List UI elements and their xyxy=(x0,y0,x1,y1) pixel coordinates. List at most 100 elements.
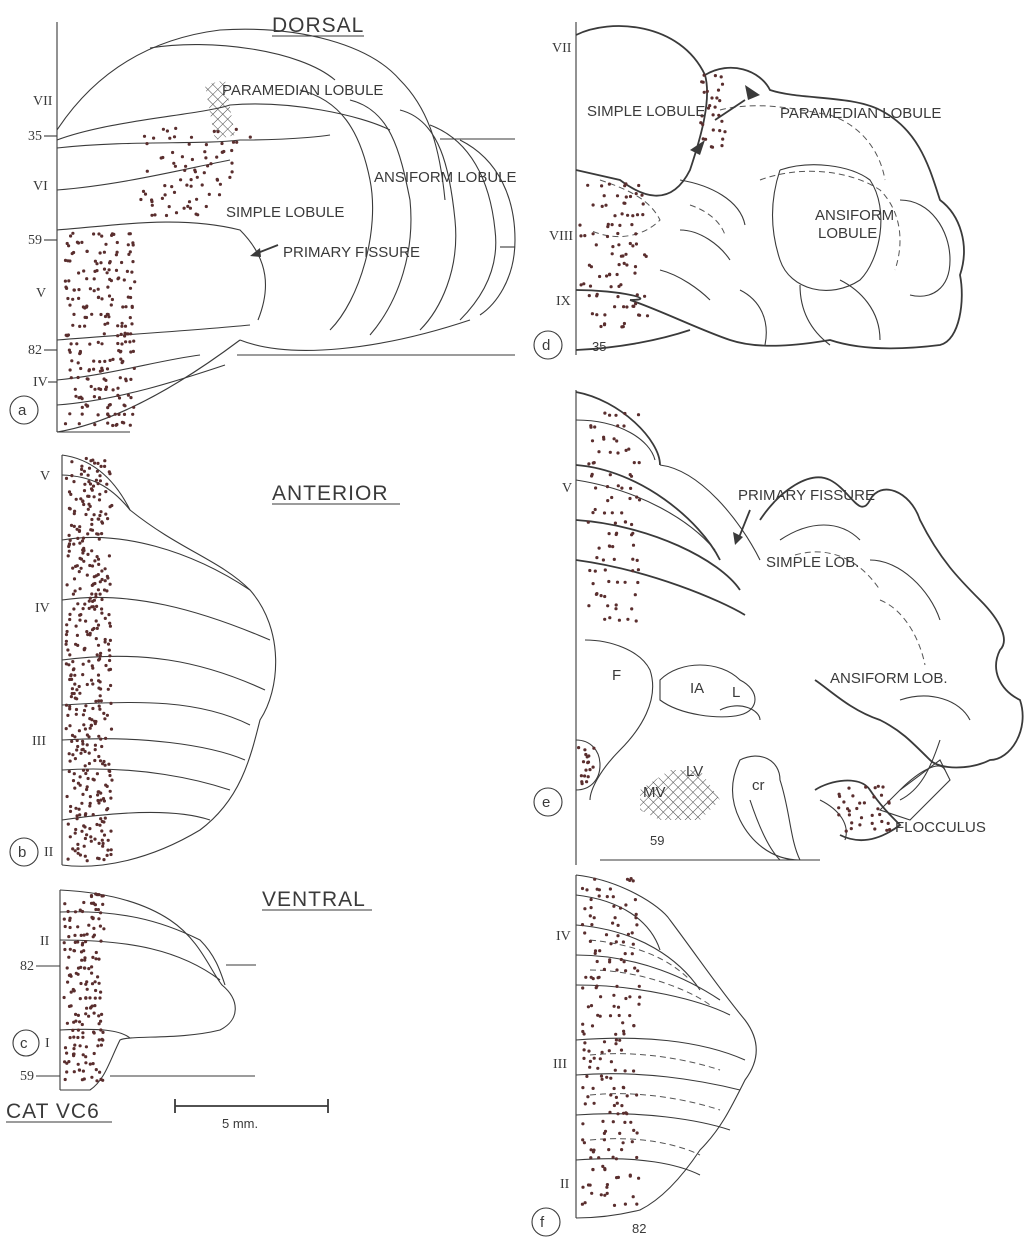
labelled-cell-dot xyxy=(626,878,629,881)
labelled-cell-dot xyxy=(634,232,637,235)
labelled-cell-dot xyxy=(73,683,76,686)
labelled-cell-dot xyxy=(72,313,75,316)
labelled-cell-dot xyxy=(132,340,135,343)
labelled-cell-dot xyxy=(101,1079,104,1082)
labelled-cell-dot xyxy=(67,279,70,282)
labelled-cell-dot xyxy=(578,224,581,227)
labelled-cell-dot xyxy=(64,1078,67,1081)
labelled-cell-dot xyxy=(69,1036,72,1039)
labelled-cell-dot xyxy=(92,778,95,781)
labelled-cell-dot xyxy=(602,438,605,441)
labelled-cell-dot xyxy=(73,1044,76,1047)
labelled-cell-dot xyxy=(603,323,606,326)
labelled-cell-dot xyxy=(609,1014,612,1017)
labelled-cell-dot xyxy=(97,341,100,344)
labelled-cell-dot xyxy=(581,986,584,989)
labelled-cell-dot xyxy=(581,923,584,926)
labelled-cell-dot xyxy=(90,313,93,316)
labelled-cell-dot xyxy=(166,129,169,132)
labelled-cell-dot xyxy=(75,342,78,345)
labelled-cell-dot xyxy=(106,406,109,409)
labelled-cell-dot xyxy=(109,790,112,793)
labelled-cell-dot xyxy=(88,467,91,470)
labelled-cell-dot xyxy=(89,597,92,600)
labelled-cell-dot xyxy=(150,214,153,217)
labelled-cell-dot xyxy=(587,1050,590,1053)
labelled-cell-dot xyxy=(76,1036,79,1039)
labelled-cell-dot xyxy=(88,564,91,567)
labelled-cell-dot xyxy=(120,342,123,345)
labelled-cell-dot xyxy=(119,376,122,379)
labelled-cell-dot xyxy=(84,983,87,986)
labelled-cell-dot xyxy=(590,1004,593,1007)
lobule-label: LOBULE xyxy=(818,225,877,242)
labelled-cell-dot xyxy=(71,324,74,327)
labelled-cell-dot xyxy=(120,261,123,264)
labelled-cell-dot xyxy=(104,490,107,493)
labelled-cell-dot xyxy=(96,653,99,656)
labelled-cell-dot xyxy=(72,251,75,254)
labelled-cell-dot xyxy=(97,735,100,738)
labelled-cell-dot xyxy=(615,968,618,971)
labelled-cell-dot xyxy=(615,1038,618,1041)
labelled-cell-dot xyxy=(586,1095,589,1098)
level-label: IV xyxy=(33,375,48,390)
labelled-cell-dot xyxy=(131,413,134,416)
labelled-cell-dot xyxy=(603,618,606,621)
labelled-cell-dot xyxy=(584,976,587,979)
labelled-cell-dot xyxy=(94,957,97,960)
labelled-cell-dot xyxy=(608,273,611,276)
labelled-cell-dot xyxy=(605,933,608,936)
labelled-cell-dot xyxy=(106,367,109,370)
labelled-cell-dot xyxy=(66,630,69,633)
panel-letter: d xyxy=(542,337,550,354)
labelled-cell-dot xyxy=(153,213,156,216)
labelled-cell-dot xyxy=(710,96,713,99)
labelled-cell-dot xyxy=(620,511,623,514)
labelled-cell-dot xyxy=(112,388,115,391)
labelled-cell-dot xyxy=(88,752,91,755)
labelled-cell-dot xyxy=(635,1093,638,1096)
labelled-cell-dot xyxy=(72,607,75,610)
labelled-cell-dot xyxy=(170,185,173,188)
labelled-cell-dot xyxy=(127,243,130,246)
labelled-cell-dot xyxy=(82,560,85,563)
labelled-cell-dot xyxy=(84,704,87,707)
labelled-cell-dot xyxy=(622,940,625,943)
paramedian-lobule-label: PARAMEDIAN LOBULE xyxy=(222,82,383,99)
labelled-cell-dot xyxy=(842,800,845,803)
labelled-cell-dot xyxy=(622,1086,625,1089)
labelled-cell-dot xyxy=(151,204,154,207)
labelled-cell-dot xyxy=(109,260,112,263)
labelled-cell-dot xyxy=(88,343,91,346)
labelled-cell-dot xyxy=(97,288,100,291)
labelled-cell-dot xyxy=(80,241,83,244)
labelled-cell-dot xyxy=(637,413,640,416)
labelled-cell-dot xyxy=(580,780,583,783)
labelled-cell-dot xyxy=(598,547,601,550)
labelled-cell-dot xyxy=(63,918,66,921)
labelled-cell-dot xyxy=(82,723,85,726)
labelled-cell-dot xyxy=(624,903,627,906)
level-label: IV xyxy=(556,929,571,944)
labelled-cell-dot xyxy=(625,449,628,452)
labelled-cell-dot xyxy=(100,1013,103,1016)
labelled-cell-dot xyxy=(95,823,98,826)
labelled-cell-dot xyxy=(100,569,103,572)
labelled-cell-dot xyxy=(706,90,709,93)
labelled-cell-dot xyxy=(109,639,112,642)
labelled-cell-dot xyxy=(591,312,594,315)
labelled-cell-dot xyxy=(79,497,82,500)
level-label: IX xyxy=(556,294,571,309)
labelled-cell-dot xyxy=(68,707,71,710)
labelled-cell-dot xyxy=(608,616,611,619)
labelled-cell-dot xyxy=(624,182,627,185)
labelled-cell-dot xyxy=(152,137,155,140)
panel-letter: c xyxy=(20,1035,28,1052)
labelled-cell-dot xyxy=(881,785,884,788)
labelled-cell-dot xyxy=(79,367,82,370)
labelled-cell-dot xyxy=(630,475,633,478)
labelled-cell-dot xyxy=(65,287,68,290)
labelled-cell-dot xyxy=(614,607,617,610)
labelled-cell-dot xyxy=(95,1079,98,1082)
